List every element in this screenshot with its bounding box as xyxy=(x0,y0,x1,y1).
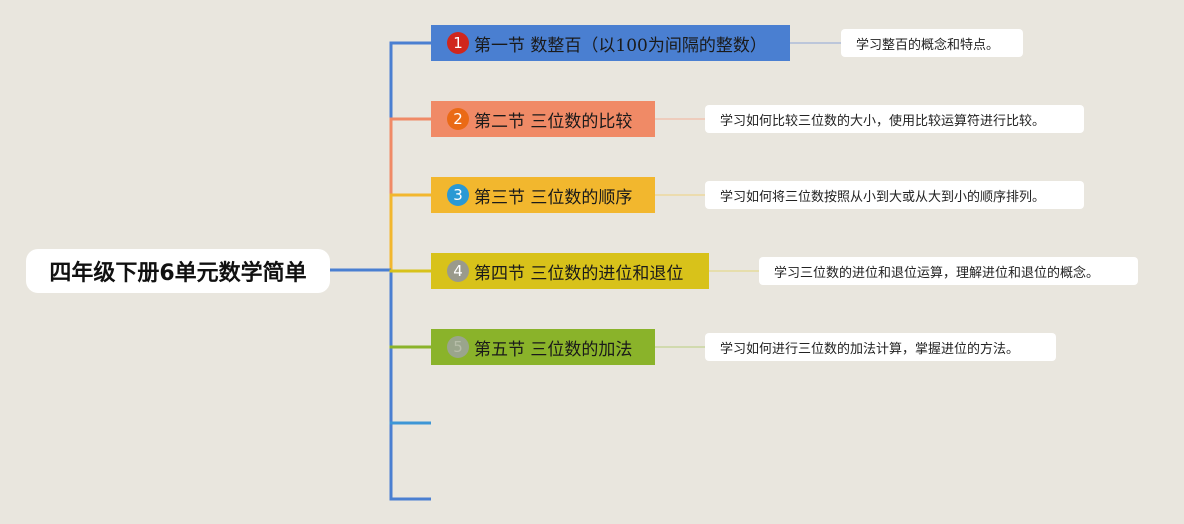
note-section-4[interactable]: 学习三位数的进位和退位运算，理解进位和退位的概念。 xyxy=(759,257,1138,285)
number-badge-3-icon: 3 xyxy=(447,184,469,206)
root-topic-label: 四年级下册6单元数学简单 xyxy=(49,261,307,286)
topic-section-5[interactable]: 5 第五节 三位数的加法 xyxy=(431,329,655,365)
number-badge-1-icon: 1 xyxy=(447,32,469,54)
number-badge-4-icon: 4 xyxy=(447,260,469,282)
root-topic[interactable]: 四年级下册6单元数学简单 xyxy=(26,249,330,293)
number-badge-5-icon: 5 xyxy=(447,336,469,358)
topic-section-3[interactable]: 3 第三节 三位数的顺序 xyxy=(431,177,655,213)
topic-label: 第五节 三位数的加法 xyxy=(474,339,633,360)
topic-label: 第一节 数整百（以100为间隔的整数） xyxy=(474,35,767,56)
note-text: 学习整百的概念和特点。 xyxy=(856,37,1000,53)
note-section-3[interactable]: 学习如何将三位数按照从小到大或从大到小的顺序排列。 xyxy=(705,181,1084,209)
note-section-2[interactable]: 学习如何比较三位数的大小，使用比较运算符进行比较。 xyxy=(705,105,1084,133)
topic-label: 第三节 三位数的顺序 xyxy=(474,187,633,208)
note-text: 学习如何比较三位数的大小，使用比较运算符进行比较。 xyxy=(720,113,1046,129)
note-text: 学习如何将三位数按照从小到大或从大到小的顺序排列。 xyxy=(720,189,1046,205)
topic-section-2[interactable]: 2 第二节 三位数的比较 xyxy=(431,101,655,137)
note-text: 学习如何进行三位数的加法计算，掌握进位的方法。 xyxy=(720,341,1020,357)
topic-label: 第二节 三位数的比较 xyxy=(474,111,633,132)
note-section-1[interactable]: 学习整百的概念和特点。 xyxy=(841,29,1023,57)
topic-section-1[interactable]: 1 第一节 数整百（以100为间隔的整数） xyxy=(431,25,790,61)
topic-section-4[interactable]: 4 第四节 三位数的进位和退位 xyxy=(431,253,709,289)
note-section-5[interactable]: 学习如何进行三位数的加法计算，掌握进位的方法。 xyxy=(705,333,1056,361)
note-text: 学习三位数的进位和退位运算，理解进位和退位的概念。 xyxy=(774,265,1100,281)
number-badge-2-icon: 2 xyxy=(447,108,469,130)
topic-label: 第四节 三位数的进位和退位 xyxy=(474,263,684,284)
